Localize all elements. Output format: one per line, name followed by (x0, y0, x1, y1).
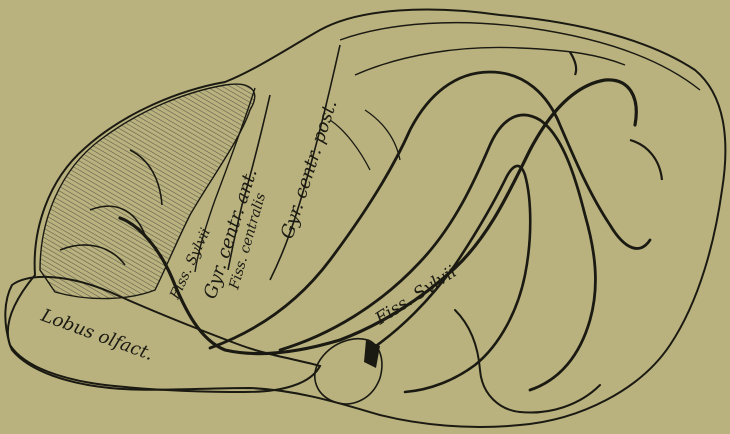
branch-sulcus-3 (330, 120, 370, 170)
label-lobus-olfact: Lobus olfact. (37, 305, 156, 365)
lower-temporal-sulcus (455, 310, 600, 413)
branch-sulcus-1 (630, 140, 662, 180)
label-gyr-centr-post: Gyr. centr. post. (277, 97, 342, 241)
branch-sulcus-4 (365, 110, 400, 160)
middle-sulcus (280, 115, 595, 390)
branch-sulcus-2 (570, 52, 576, 75)
